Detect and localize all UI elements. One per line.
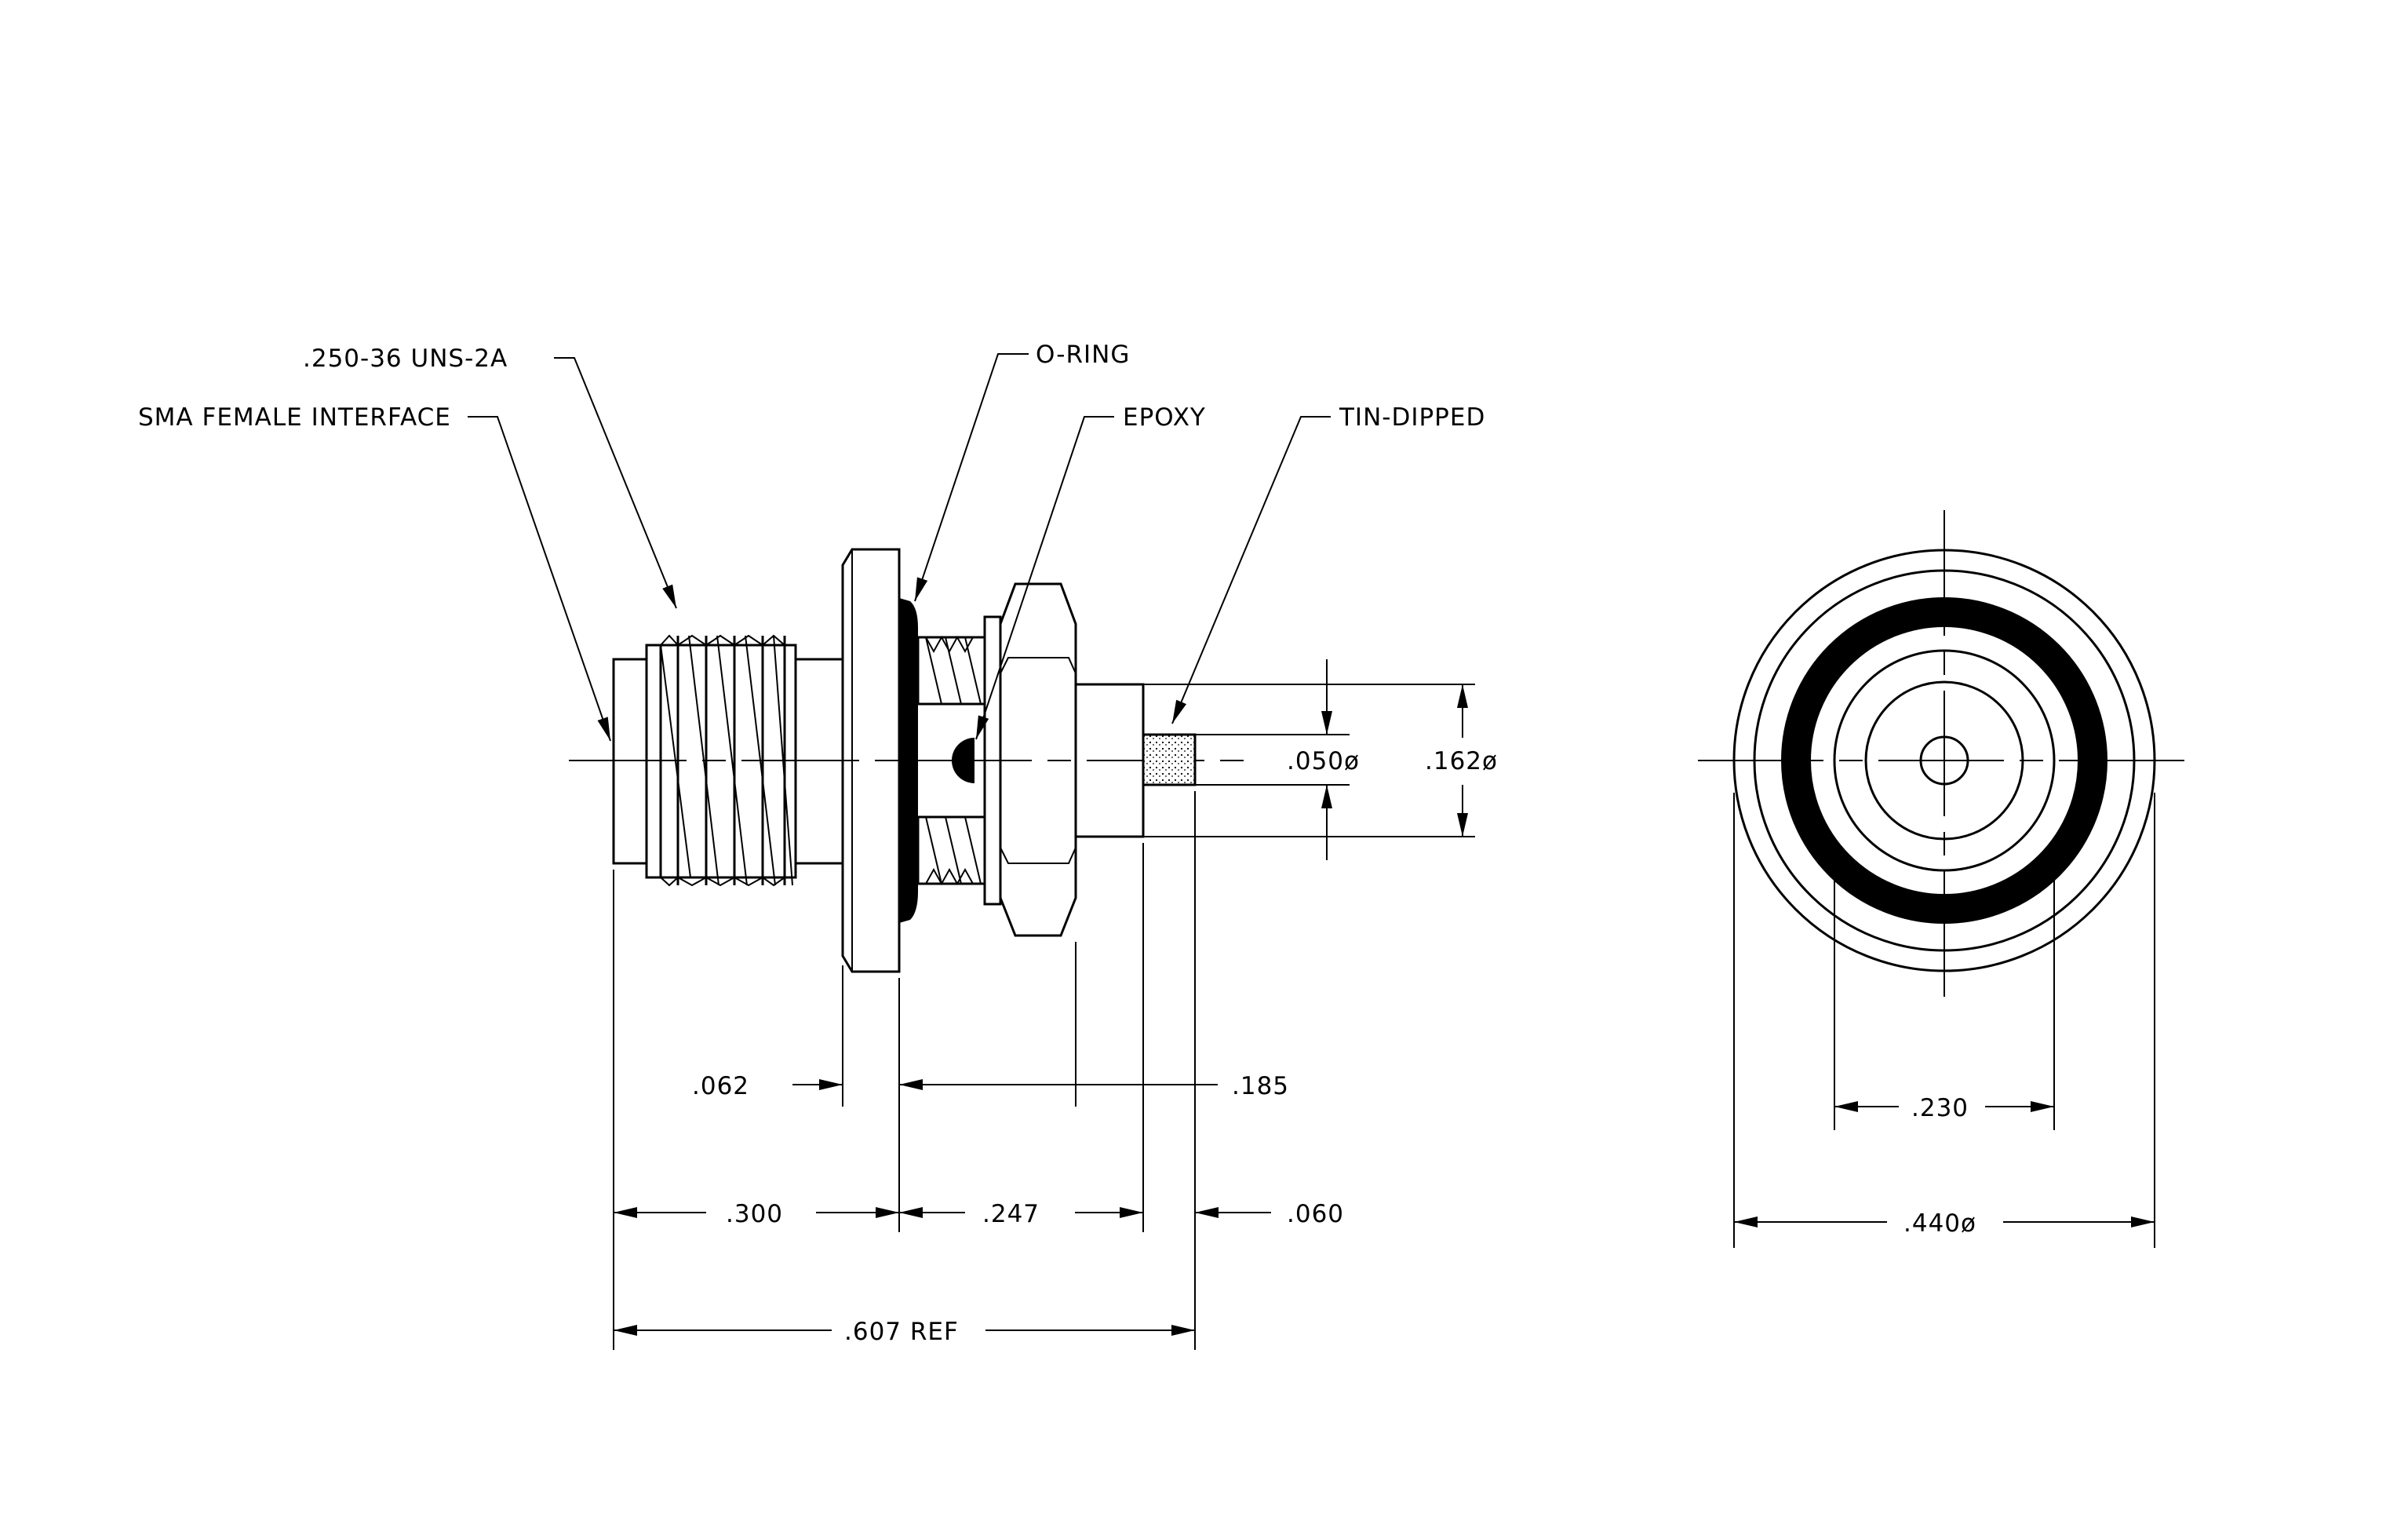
tin-label: TIN-DIPPED <box>1339 403 1485 432</box>
dim-062-label: .062 <box>692 1072 749 1100</box>
dim-607: .607 REF <box>614 1318 1195 1346</box>
dim-247-label: .247 <box>982 1200 1040 1228</box>
dim-050-label: .050ø <box>1287 747 1360 775</box>
dielectric-circle <box>1864 680 2024 841</box>
o-ring-band <box>1781 597 2107 924</box>
thread-leader <box>554 357 677 609</box>
dim-607-label: .607 REF <box>844 1318 959 1346</box>
dim-300: .300 <box>614 1200 899 1228</box>
pin-circle <box>1919 735 1969 786</box>
extension-lines <box>613 791 1196 1350</box>
end-view <box>1698 510 2191 1012</box>
oring-label: O-RING <box>1036 341 1130 369</box>
o-ring <box>899 598 918 923</box>
dim-162: .162ø <box>1425 684 1498 837</box>
dim-062: .062 <box>692 1072 843 1100</box>
interface-label: SMA FEMALE INTERFACE <box>138 403 451 432</box>
oring-leader <box>914 353 1029 602</box>
interface-leader <box>468 416 611 742</box>
dim-300-label: .300 <box>726 1200 783 1228</box>
dim-440: .440ø <box>1734 1209 2155 1238</box>
dim-060: .060 <box>1195 1200 1344 1228</box>
flange <box>841 548 901 973</box>
body-circle <box>1833 649 2056 872</box>
dim-230-label: .230 <box>1911 1094 1969 1122</box>
epoxy-leader <box>975 416 1114 740</box>
tin-leader <box>1171 416 1331 724</box>
epoxy-label: EPOXY <box>1123 403 1206 432</box>
end-extension-lines <box>1733 793 2155 1248</box>
hex-nut <box>999 582 1077 937</box>
side-view <box>569 548 1475 973</box>
dim-185-label: .185 <box>1232 1072 1289 1100</box>
outer-flange-circle <box>1732 549 2156 972</box>
dim-060-label: .060 <box>1287 1200 1344 1228</box>
dim-162-label: .162ø <box>1425 747 1498 775</box>
dim-247: .247 <box>899 1200 1143 1228</box>
dim-440-label: .440ø <box>1903 1209 1976 1238</box>
thread-label: .250-36 UNS-2A <box>303 345 508 373</box>
epoxy-bead <box>952 738 974 783</box>
dim-185: .185 <box>899 1072 1289 1100</box>
tin-dipped-pin <box>1142 733 1197 786</box>
dim-050: .050ø <box>1287 659 1360 860</box>
callouts: .250-36 UNS-2A SMA FEMALE INTERFACE O-RI… <box>138 341 1485 742</box>
nut-circle <box>1753 569 2136 952</box>
dim-230: .230 <box>1834 1094 2054 1122</box>
threaded-section <box>645 634 797 887</box>
